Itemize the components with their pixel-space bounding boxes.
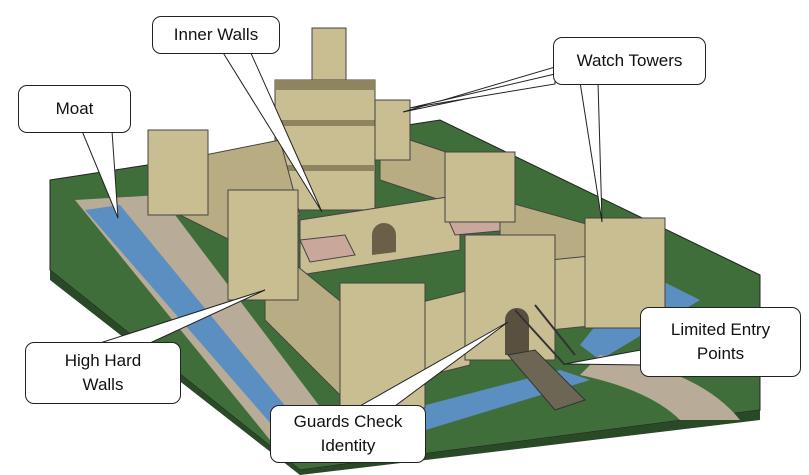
- entry-label-line1: Limited Entry: [670, 320, 771, 339]
- keep-tower-top: [311, 27, 347, 89]
- callout-pointers: [81, 50, 642, 407]
- inner-gate: [372, 223, 396, 255]
- high-hard-walls-label-line2: Walls: [82, 375, 124, 394]
- callout-guards-check-identity: Guards Check Identity: [270, 405, 426, 463]
- callout-watch-towers: Watch Towers: [553, 37, 706, 85]
- tower-mid-left: [227, 189, 299, 301]
- tower-back-left: [147, 129, 209, 216]
- moat-label: Moat: [55, 99, 94, 118]
- main-gate: [505, 308, 529, 355]
- entry-label-line2: Points: [696, 344, 745, 363]
- guards-label-line1: Guards Check: [293, 412, 403, 431]
- watch-towers-label: Watch Towers: [576, 51, 683, 70]
- high-hard-walls-label-line1: High Hard: [64, 351, 142, 370]
- roof-left: [299, 234, 356, 263]
- tower-keep-side: [374, 99, 411, 161]
- callout-high-hard-walls: High Hard Walls: [25, 342, 181, 404]
- guards-label-line2: Identity: [320, 436, 376, 455]
- tower-back-right: [444, 151, 516, 223]
- callout-moat: Moat: [18, 85, 131, 133]
- inner-walls-label: Inner Walls: [173, 25, 259, 44]
- callout-limited-entry-points: Limited Entry Points: [640, 307, 801, 377]
- drawbridge: [507, 349, 586, 411]
- callout-inner-walls: Inner Walls: [152, 16, 280, 54]
- road: [580, 355, 740, 420]
